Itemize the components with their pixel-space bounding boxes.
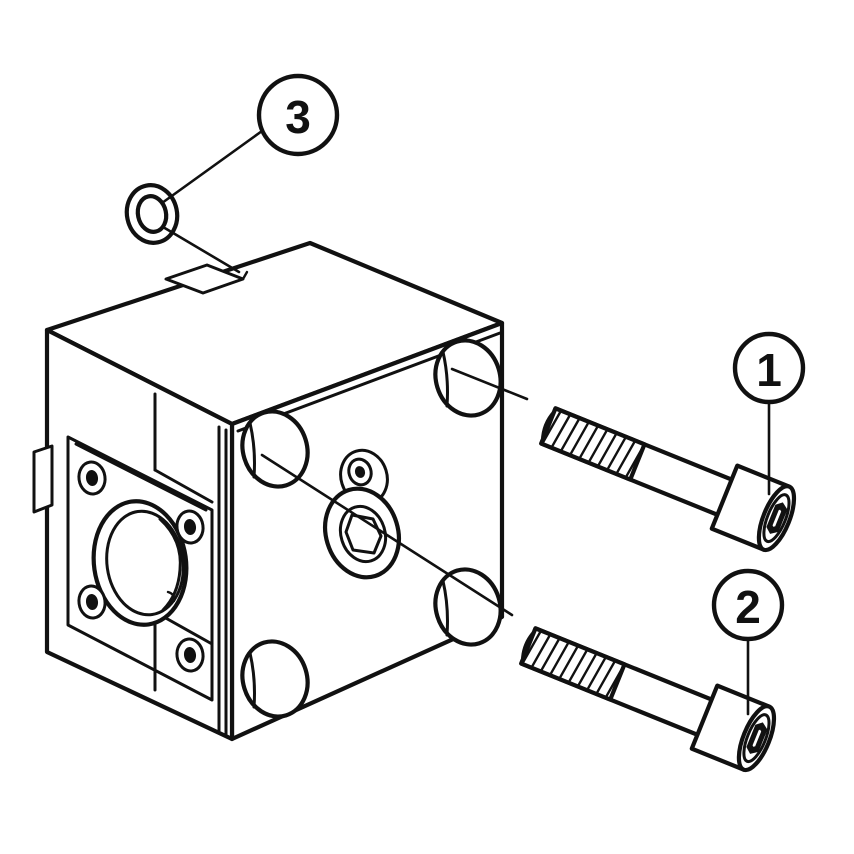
screw-2-hex-socket-inner [748, 724, 766, 752]
screw-1-threads [540, 409, 646, 479]
screw-2-head-shoulder [690, 684, 719, 751]
leader-screw-2-axis [260, 453, 514, 617]
left-side-tab [32, 444, 54, 514]
socket-head-cap-screw-1 [539, 406, 797, 553]
front-face-counterbore-lower-left [240, 639, 310, 719]
o-ring-leader-upper [160, 129, 264, 205]
screw-1-head-shoulder [710, 464, 739, 531]
front-face-counterbore-upper-left [240, 409, 310, 489]
top-slot-edge [241, 270, 249, 281]
screw-1-thread-region [539, 406, 647, 482]
left-face-screw-hole-bottom-left [77, 584, 107, 620]
left-face-screw-hole-top-right [175, 509, 205, 545]
bore-keyway-flat [166, 590, 176, 603]
cartridge-block-body [32, 240, 505, 742]
screw-1-hex-socket-inner [768, 504, 786, 532]
balloon-2-label: 2 [735, 581, 761, 633]
leader-screw-1-axis [450, 367, 529, 401]
balloon-1[interactable]: 1 [732, 331, 806, 496]
screw-2-threads [520, 629, 626, 699]
balloon-1-label: 1 [756, 344, 782, 396]
screw-1-tip [540, 409, 556, 443]
o-ring [124, 183, 180, 245]
front-face-counterbore-lower-right [433, 567, 503, 647]
bore-inner-wall [158, 517, 182, 612]
front-face-counterbore-upper-right [433, 338, 503, 418]
screw-2-tip [520, 629, 536, 663]
balloon-2[interactable]: 2 [711, 568, 785, 716]
front-face-hex-socket-port [323, 486, 401, 580]
balloon-3-circle[interactable] [256, 73, 340, 157]
balloon-3-label: 3 [285, 91, 311, 143]
balloon-3[interactable]: 3 [256, 73, 340, 157]
left-face-screw-hole-bottom-right [175, 637, 205, 673]
screw-2-thread-region [519, 626, 627, 702]
balloon-2-circle[interactable] [711, 568, 785, 642]
left-plate-step [153, 468, 214, 504]
socket-head-cap-screw-2 [519, 626, 777, 773]
balloon-1-circle[interactable] [732, 331, 806, 405]
o-ring-leader-lower [161, 225, 241, 274]
left-face-plate [66, 435, 214, 702]
left-face-screw-hole-top-left [77, 460, 107, 496]
left-face-bore [91, 499, 189, 627]
left-face-plate-inner [74, 442, 208, 512]
hex-socket-shape [344, 513, 383, 555]
